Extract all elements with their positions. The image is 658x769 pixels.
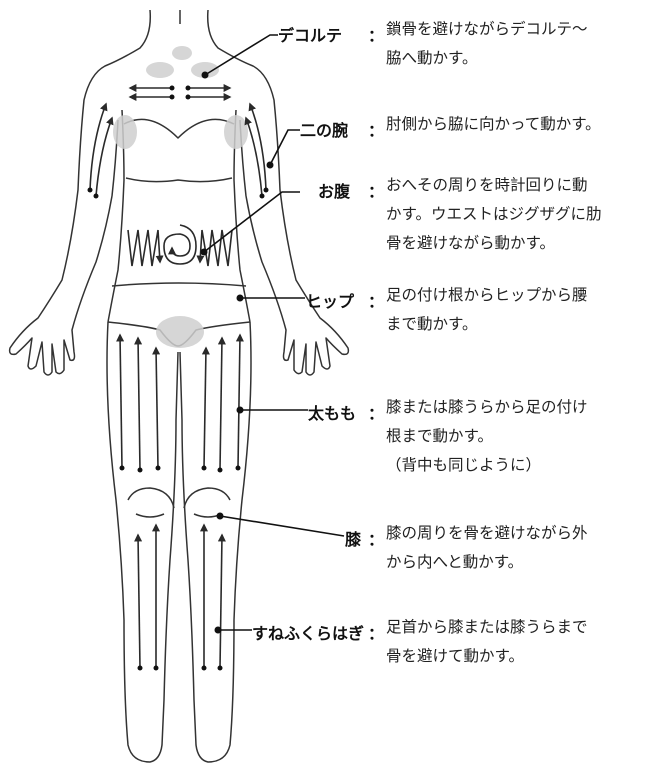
- desc-thigh: 膝または膝うらから足の付け 根まで動かす。 （背中も同じように）: [386, 393, 658, 480]
- term-hip: ヒップ: [306, 288, 354, 312]
- colon: ：: [368, 400, 384, 424]
- colon: ：: [368, 288, 384, 312]
- massage-arrows: [90, 88, 266, 668]
- desc-belly: おへその周りを時計回りに動 かす。ウエストはジグザグに肋 骨を避けながら動かす。: [386, 171, 658, 258]
- term-knee: 膝: [345, 526, 361, 550]
- desc-shin-calf: 足首から膝または膝うらまで 骨を避けて動かす。: [386, 613, 658, 671]
- desc-hip: 足の付け根からヒップから腰 まで動かす。: [386, 281, 658, 339]
- desc-upper-arm: 肘側から脇に向かって動かす。: [386, 110, 658, 139]
- term-decollete: デコルテ: [278, 22, 342, 46]
- colon: ：: [368, 178, 384, 202]
- colon: ：: [368, 526, 384, 550]
- term-upper-arm: 二の腕: [300, 117, 348, 141]
- shaded-zones: [113, 46, 248, 348]
- desc-knee: 膝の周りを骨を避けながら外 から内へと動かす。: [386, 519, 658, 577]
- term-shin-calf: すねふくらはぎ: [252, 620, 364, 644]
- desc-decollete: 鎖骨を避けながらデコルテ〜 脇へ動かす。: [386, 15, 658, 73]
- belly-pattern: [128, 225, 232, 266]
- colon: ：: [368, 117, 384, 141]
- term-thigh: 太もも: [308, 400, 356, 424]
- body-outline: [10, 10, 349, 762]
- colon: ：: [368, 620, 384, 644]
- colon: ：: [368, 22, 384, 46]
- term-belly: お腹: [318, 178, 350, 202]
